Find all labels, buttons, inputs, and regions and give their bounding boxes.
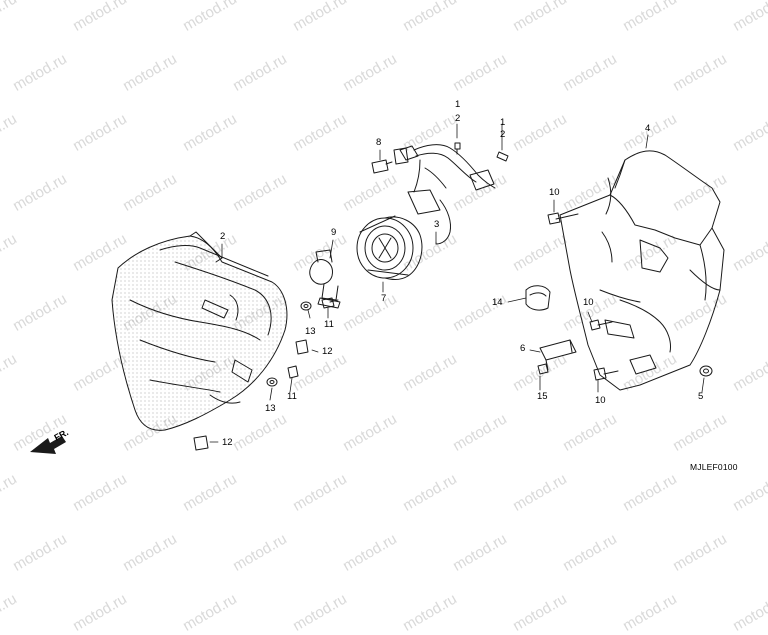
callout-number: 15 [537,391,548,402]
callout-number: 11 [324,319,334,330]
callout-number: 12 [322,346,333,357]
callout-number: 2 [455,113,461,124]
callout-number: 2 [220,231,226,242]
headlight-housing-icon [111,231,288,431]
callout-number: 3 [434,219,440,230]
callout-number: 8 [376,137,382,148]
callout-number: 10 [583,297,594,308]
stay-bracket-icon [539,339,577,371]
callout-number: 10 [595,395,606,406]
callout-number: 10 [549,187,560,198]
dust-cover-icon [356,215,423,281]
front-cowl-inner-panel-icon [559,150,725,391]
diagram-drawing [30,123,725,454]
callout-number: 5 [698,391,704,402]
watermark-text: motod.ru [730,590,768,635]
watermark-text: motod.ru [290,590,350,635]
callout-number: 1 [500,117,506,128]
watermark-text: motod.ru [620,590,680,635]
diagram-code: MJLEF0100 [690,462,738,472]
callout-number: 14 [492,297,503,308]
clip-nut-icon [193,339,309,451]
headlight-wire-harness-icon [399,144,496,245]
washer-icon [266,301,713,387]
watermark-text: motod.ru [400,590,460,635]
callout-number: 2 [500,129,506,140]
callout-number: 12 [222,437,233,448]
watermark-text: motod.ru [0,590,20,635]
callout-number: 6 [520,343,526,354]
callout-number: 9 [331,227,337,238]
front-direction-arrow-icon [30,436,66,454]
watermark-text: motod.ru [70,590,130,635]
callout-number: 7 [381,293,387,304]
callout-number: 1 [455,99,461,110]
bolt-icon [287,212,619,381]
watermark-text: motod.ru [180,590,240,635]
leader-lines [209,123,705,443]
callout-number: 11 [287,391,297,402]
callout-number: 13 [305,326,316,337]
bulb-band-icon [525,285,551,311]
callout-number: 4 [645,123,651,134]
bolt-icon [454,142,509,162]
watermark-text: motod.ru [510,590,570,635]
bulb-socket-icon [371,147,409,174]
callout-number: 13 [265,403,276,414]
